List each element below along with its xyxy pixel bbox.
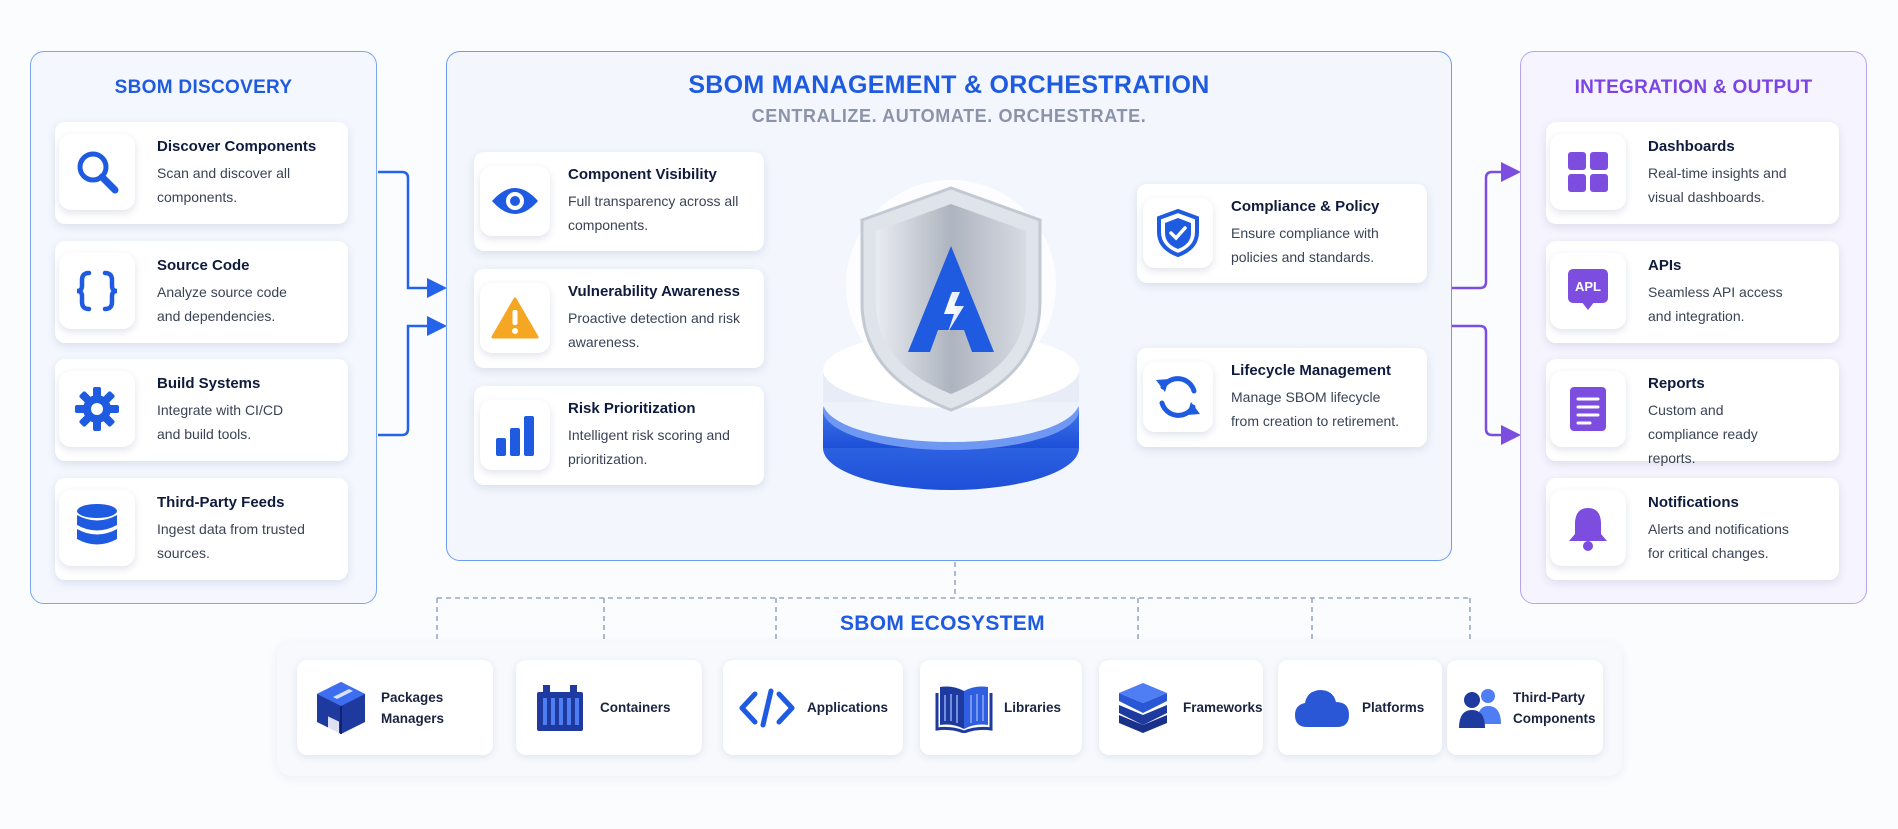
card-title: Source Code	[157, 257, 250, 274]
cloud-icon	[1292, 678, 1352, 738]
search-icon	[59, 134, 135, 210]
warning-icon	[480, 283, 550, 353]
refresh-cycle-icon	[1143, 362, 1213, 432]
book-icon	[934, 678, 994, 738]
integration-title: INTEGRATION & OUTPUT	[1574, 77, 1813, 98]
code-braces-icon	[59, 253, 135, 329]
integration-card-apis[interactable]: APL APIs Seamless API access and integra…	[1546, 241, 1839, 343]
ecosystem-title: SBOM ECOSYSTEM	[840, 612, 1045, 635]
eco-label: Frameworks	[1183, 700, 1263, 715]
card-desc: Integrate with CI/CD and build tools.	[157, 402, 284, 442]
bar-chart-icon	[480, 400, 550, 470]
card-title: Vulnerability Awareness	[568, 283, 741, 300]
integration-card-dashboards[interactable]: Dashboards Real-time insights and visual…	[1546, 122, 1839, 224]
container-icon	[530, 678, 590, 738]
ecosystem-dashed-connectors	[436, 562, 1471, 640]
card-desc: Proactive detection and risk awareness.	[568, 310, 740, 350]
management-subtitle: CENTRALIZE. AUTOMATE. ORCHESTRATE.	[751, 106, 1147, 126]
discovery-card-discover-components[interactable]: Discover Components Scan and discover al…	[55, 122, 348, 224]
ecosystem-item-libraries[interactable]: Libraries	[920, 660, 1082, 755]
management-card-compliance-policy[interactable]: Compliance & Policy Ensure compliance wi…	[1137, 184, 1427, 283]
management-title: SBOM MANAGEMENT & ORCHESTRATION	[688, 71, 1210, 99]
bell-icon	[1550, 490, 1626, 566]
ecosystem-item-containers[interactable]: Containers	[516, 660, 702, 755]
shield-check-icon	[1143, 198, 1213, 268]
card-title: Component Visibility	[568, 166, 717, 183]
users-icon	[1457, 678, 1503, 738]
database-icon	[59, 490, 135, 566]
eco-label: Containers	[600, 700, 671, 715]
code-tag-icon	[737, 678, 797, 738]
grid-icon	[1550, 134, 1626, 210]
ecosystem-item-platforms[interactable]: Platforms	[1278, 660, 1442, 755]
card-title: Risk Prioritization	[568, 400, 696, 417]
management-card-vulnerability-awareness[interactable]: Vulnerability Awareness Proactive detect…	[474, 269, 764, 368]
card-title: Discover Components	[157, 138, 317, 155]
card-title: Third-Party Feeds	[157, 494, 285, 511]
gear-icon	[59, 371, 135, 447]
card-title: Notifications	[1648, 494, 1739, 511]
layers-icon	[1113, 678, 1173, 738]
card-title: Build Systems	[157, 375, 261, 392]
arrow-discovery-to-management-2	[378, 316, 447, 437]
card-desc: Ingest data from trusted sources.	[157, 521, 305, 561]
discovery-card-source-code[interactable]: Source Code Analyze source code and depe…	[55, 241, 348, 343]
management-card-risk-prioritization[interactable]: Risk Prioritization Intelligent risk sco…	[474, 386, 764, 485]
eco-label: Packages Managers	[381, 689, 445, 726]
card-desc: Real-time insights and visual dashboards…	[1648, 165, 1787, 205]
card-title: Lifecycle Management	[1231, 362, 1392, 379]
management-card-component-visibility[interactable]: Component Visibility Full transparency a…	[474, 152, 764, 251]
management-card-lifecycle-management[interactable]: Lifecycle Management Manage SBOM lifecyc…	[1137, 348, 1427, 447]
ecosystem-item-frameworks[interactable]: Frameworks	[1099, 660, 1263, 755]
card-desc: Manage SBOM lifecycle from creation to r…	[1231, 389, 1400, 429]
eco-label: Libraries	[1004, 700, 1062, 715]
integration-card-reports[interactable]: Reports Custom and compliance ready repo…	[1546, 359, 1839, 466]
card-desc: Custom and compliance ready reports.	[1648, 402, 1758, 466]
eco-label: Third-Party Components	[1513, 689, 1596, 726]
api-badge-text: APL	[1568, 269, 1608, 303]
arrow-management-to-integration-1	[1452, 162, 1521, 290]
integration-card-notifications[interactable]: Notifications Alerts and notifications f…	[1546, 478, 1839, 580]
card-desc: Scan and discover all components.	[157, 165, 291, 205]
api-icon: APL	[1550, 253, 1626, 329]
eco-label: Platforms	[1362, 700, 1425, 715]
discovery-title: SBOM DISCOVERY	[114, 77, 293, 98]
card-desc: Analyze source code and dependencies.	[157, 284, 287, 324]
card-desc: Full transparency across all components.	[568, 193, 739, 233]
ecosystem-item-third-party-components[interactable]: Third-Party Components	[1447, 660, 1603, 755]
card-desc: Ensure compliance with policies and stan…	[1231, 225, 1379, 265]
card-desc: Intelligent risk scoring and prioritizat…	[568, 427, 730, 467]
card-desc: Seamless API access and integration.	[1648, 284, 1783, 324]
card-desc: Alerts and notifications for critical ch…	[1648, 521, 1789, 561]
ecosystem-item-packages-managers[interactable]: Packages Managers	[297, 660, 493, 755]
discovery-card-third-party-feeds[interactable]: Third-Party Feeds Ingest data from trust…	[55, 478, 348, 580]
document-icon	[1550, 371, 1626, 447]
discovery-card-build-systems[interactable]: Build Systems Integrate with CI/CD and b…	[55, 359, 348, 461]
arrow-management-to-integration-2	[1452, 324, 1521, 445]
card-title: Reports	[1648, 375, 1705, 392]
package-icon	[311, 678, 371, 738]
arrow-discovery-to-management-1	[378, 170, 447, 298]
central-shield-hub	[818, 180, 1084, 510]
card-title: APIs	[1648, 257, 1682, 274]
eye-icon	[480, 166, 550, 236]
card-title: Dashboards	[1648, 138, 1735, 155]
eco-label: Applications	[807, 700, 889, 715]
ecosystem-item-applications[interactable]: Applications	[723, 660, 903, 755]
card-title: Compliance & Policy	[1231, 198, 1380, 215]
